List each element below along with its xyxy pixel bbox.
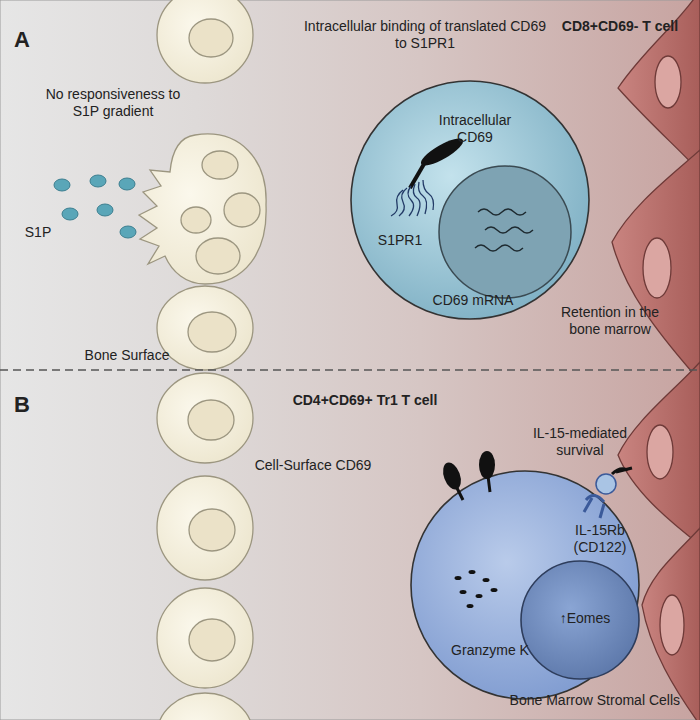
annotation-label: Bone Surface xyxy=(72,347,182,364)
bone-cell xyxy=(157,476,253,580)
panel-letter: A xyxy=(14,28,44,52)
s1p-dot xyxy=(97,204,113,216)
cell-nucleus xyxy=(202,151,238,179)
cell-nucleus xyxy=(188,400,234,440)
cell-label: CD69 mRNA xyxy=(418,292,528,309)
cell-nucleus xyxy=(189,19,233,57)
cell-nucleus: ↑Eomes xyxy=(520,560,640,680)
t-cell: CD4+CD69+ Tr1 T cellGranzyme K↑Eomes xyxy=(410,470,640,700)
cell-nucleus xyxy=(188,312,236,352)
stromal-nucleus xyxy=(660,595,684,655)
annotation-label: IL-15-mediated survival xyxy=(520,425,640,459)
s1p-dot xyxy=(54,179,70,191)
cell-heading: CD4+CD69+ Tr1 T cell xyxy=(285,392,445,409)
cell-nucleus xyxy=(189,619,235,661)
annotation-label: S1P xyxy=(18,224,58,241)
s1p-dot xyxy=(120,226,136,238)
cell-nucleus xyxy=(189,509,235,551)
stromal-cell xyxy=(642,528,700,720)
cell-heading: CD8+CD69- T cell xyxy=(555,18,685,35)
surface-cd69 xyxy=(479,451,495,479)
stromal-nucleus xyxy=(647,425,673,479)
s1p-molecules xyxy=(54,175,136,238)
cell-label: Granzyme K xyxy=(440,642,540,659)
s1p-dot xyxy=(90,175,106,187)
presenting-receptor xyxy=(612,468,632,474)
annotation-label: IL-15Rb (CD122) xyxy=(560,522,640,556)
cell-label: S1PR1 xyxy=(368,232,432,249)
cell-membrane xyxy=(411,471,639,699)
annotation-label: Retention in the bone marrow xyxy=(555,304,665,338)
bone-cell xyxy=(157,286,253,370)
il15-cytokine xyxy=(596,474,616,494)
stromal-nucleus xyxy=(643,238,671,298)
annotation-label: Intracellular binding of translated CD69… xyxy=(300,18,550,52)
annotation-label: Bone Marrow Stromal Cells xyxy=(470,692,680,709)
osteoclast-cell xyxy=(139,134,266,284)
panel-letter: B xyxy=(14,393,44,417)
cell-nucleus xyxy=(181,207,211,233)
t-cell: CD8+CD69- T cellIntracellular CD69S1PR1C… xyxy=(350,80,590,320)
stromal-cell xyxy=(618,362,700,545)
cell-label: Intracellular CD69 xyxy=(425,112,525,146)
cell-membrane xyxy=(521,561,639,679)
cell-label: ↑Eomes xyxy=(530,610,640,627)
annotation-label: No responsiveness to S1P gradient xyxy=(38,86,188,120)
bone-cell xyxy=(157,0,253,83)
cell-membrane xyxy=(351,81,589,319)
stromal-nucleus xyxy=(655,56,681,108)
bone-cell xyxy=(157,693,253,720)
bone-cell xyxy=(157,373,253,463)
surface-cd69 xyxy=(440,460,465,492)
cell-nucleus xyxy=(224,193,260,227)
cell-nucleus xyxy=(196,238,240,274)
stromal-cell xyxy=(612,150,700,372)
bone-cell xyxy=(157,588,253,688)
s1p-dot xyxy=(119,178,135,190)
annotation-label: Cell-Surface CD69 xyxy=(243,457,383,474)
panel-divider xyxy=(0,369,700,371)
s1p-dot xyxy=(62,208,78,220)
